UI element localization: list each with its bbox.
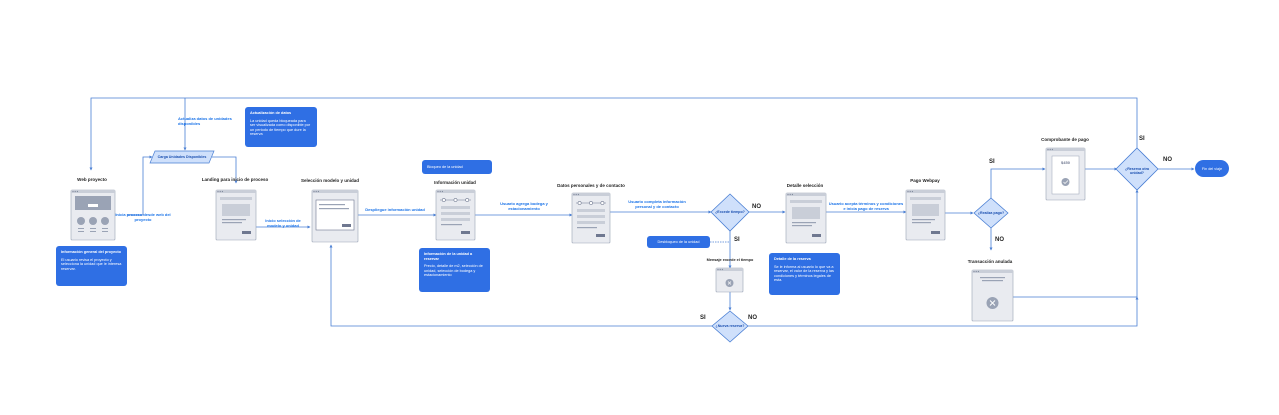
title-landing: Landing para inicio de proceso xyxy=(201,177,269,182)
realiza-si-arrow xyxy=(990,167,1046,198)
screen-datos xyxy=(571,192,611,244)
nueva-si-arrow xyxy=(329,244,712,327)
label-actualiza: Actualiza datos de unidades disponibles xyxy=(178,116,232,126)
label-despliegue: Despliegue información unidad xyxy=(365,207,425,212)
web-to-carga-arrow xyxy=(127,155,153,216)
screen-info xyxy=(435,189,476,241)
carga-shape xyxy=(149,150,215,164)
label-inicio-sel: Inicio selección de modelo y unidad xyxy=(265,218,301,228)
title-transaccion: Transacción anulada xyxy=(967,259,1013,264)
screen-comprobante xyxy=(1045,147,1086,201)
title-datos: Datos personales y de contacto xyxy=(557,183,625,188)
screen-transaccion xyxy=(971,269,1014,322)
answer-realiza-si: SI xyxy=(989,159,995,165)
decision-otra: ¿Reserva otra unidad? xyxy=(1125,167,1149,175)
decision-otra-shape xyxy=(1115,147,1159,191)
note-detalle-reserva-title: Detalle de la reserva xyxy=(774,257,811,261)
loop-top-arrow xyxy=(89,97,1138,171)
title-info: Información unidad xyxy=(434,180,476,185)
title-web: Web proyecto xyxy=(77,177,107,182)
carga-to-landing-arrow xyxy=(212,156,238,184)
pill-bloqueo: Bloqueo de la unidad xyxy=(422,160,492,174)
note-detalle-reserva: Detalle de la reserva Se le informa al u… xyxy=(769,253,840,295)
screen-mensaje xyxy=(715,267,744,293)
title-comprobante: Comprobante de pago xyxy=(1041,137,1089,142)
answer-realiza-no: NO xyxy=(995,237,1004,243)
answer-otra-no: NO xyxy=(1163,157,1172,163)
note-info-general: Información general del proyecto El usua… xyxy=(56,246,127,286)
answer-excede-no: NO xyxy=(752,204,761,210)
answer-nueva-no: NO xyxy=(748,315,757,321)
note-info-reservar-body: Precio, detalle de m2, selección de unid… xyxy=(424,264,483,278)
pill-desbloqueo: Desbloqueo de la unidad xyxy=(647,236,710,248)
nueva-no-arrow xyxy=(748,296,1139,327)
answer-otra-si: SI xyxy=(1139,136,1145,142)
note-info-general-title: Información general del proyecto xyxy=(61,250,121,254)
screen-web xyxy=(70,189,116,241)
decision-excede-shape xyxy=(710,193,750,232)
decision-excede: ¿Excede tiempo? xyxy=(715,210,745,214)
note-actualizacion-body: La unidad queda bloqueada para ser visua… xyxy=(250,118,311,137)
answer-nueva-si: SI xyxy=(700,315,706,321)
transaccion-to-otra-arrow xyxy=(1013,189,1139,298)
screen-seleccion xyxy=(311,189,359,243)
title-seleccion: Selección modelo y unidad xyxy=(300,178,359,183)
label-completa: Usuario completa información personal y … xyxy=(628,199,686,209)
title-pago: Pago Webpay xyxy=(910,178,940,183)
label-carga: Carga Unidades Disponibles xyxy=(157,155,207,159)
decision-realiza-shape xyxy=(973,197,1009,229)
answer-excede-si: SI xyxy=(734,237,740,243)
receipt-amount: $450 xyxy=(1061,160,1071,165)
note-info-reservar: Información de la unidad a reservar Prec… xyxy=(419,248,490,292)
note-detalle-reserva-body: Se le informa al usuario lo que va a res… xyxy=(774,264,834,283)
screen-detalle xyxy=(785,192,827,244)
decision-realiza: ¿Realiza pago? xyxy=(977,211,1005,215)
decision-nueva: ¿Nueva reserva? xyxy=(715,324,745,328)
screen-landing xyxy=(215,189,257,241)
screen-pago xyxy=(905,189,946,241)
decision-nueva-shape xyxy=(711,310,749,343)
label-inicia: Inicia proceso desde web del proyecto xyxy=(115,212,171,222)
screens-layer: $450 xyxy=(70,147,1086,322)
note-info-general-body: El usuario revisa el proyecto y seleccio… xyxy=(61,257,122,271)
note-actualizacion-title: Actualización de datos xyxy=(250,111,292,115)
title-detalle: Detalle selección xyxy=(786,183,824,188)
label-agrega: Usuario agrega bodega y estacionamiento xyxy=(500,201,548,211)
note-info-reservar-title: Información de la unidad a reservar xyxy=(424,252,473,261)
title-mensaje: Mensaje excede el tiempo xyxy=(706,258,754,262)
label-acepta: Usuario acepta términos y condiciones e … xyxy=(828,201,904,211)
pill-fin: Fin del viaje xyxy=(1195,160,1229,177)
note-actualizacion: Actualización de datos La unidad queda b… xyxy=(245,107,317,147)
